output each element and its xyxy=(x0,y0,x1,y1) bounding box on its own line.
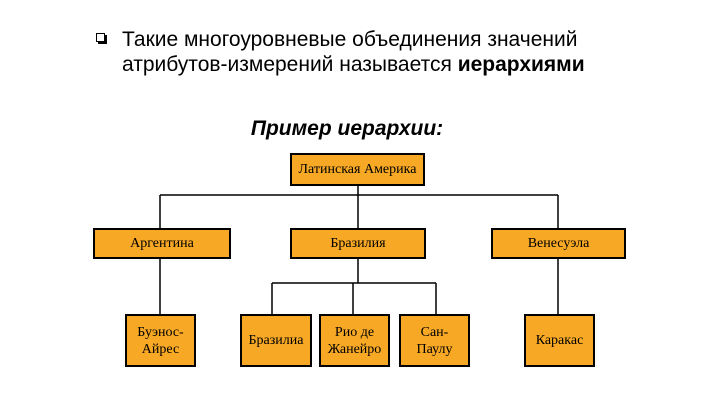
node-brazil: Бразилия xyxy=(290,228,426,259)
node-brasilia-label: Бразилиа xyxy=(248,333,304,348)
example-title: Пример иерархии: xyxy=(0,117,720,141)
intro-line-2-plain: атрибутов-измерений называется xyxy=(122,53,458,76)
node-venezuela-label: Венесуэла xyxy=(527,236,590,251)
node-brasilia: Бразилиа xyxy=(240,314,312,367)
intro-line-2-bold: иерархиями xyxy=(457,53,585,76)
node-caracas: Каракас xyxy=(524,314,595,367)
node-sao-paulo: Сан- Паулу xyxy=(399,314,470,367)
checkbox-bullet-icon xyxy=(96,33,105,42)
node-root: Латинская Америка xyxy=(290,153,425,186)
node-venezuela: Венесуэла xyxy=(491,228,626,259)
node-caracas-label: Каракас xyxy=(535,333,584,348)
intro-line-1: Такие многоуровневые объединения значени… xyxy=(122,28,578,51)
intro-line-2: атрибутов-измерений называется иерархиям… xyxy=(122,52,585,77)
node-rio-label: Рио де Жанейро xyxy=(327,324,382,357)
intro-text: Такие многоуровневые объединения значени… xyxy=(122,27,585,77)
node-buenos-aires: Буэнос- Айрес xyxy=(125,314,196,367)
node-root-label: Латинская Америка xyxy=(298,162,417,177)
node-argentina: Аргентина xyxy=(93,228,231,259)
node-argentina-label: Аргентина xyxy=(130,236,194,251)
node-buenos-aires-label: Буэнос- Айрес xyxy=(137,324,184,357)
node-sao-paulo-label: Сан- Паулу xyxy=(416,324,453,357)
node-brazil-label: Бразилия xyxy=(330,236,386,251)
node-rio: Рио де Жанейро xyxy=(319,314,390,367)
example-title-text: Пример иерархии: xyxy=(250,117,444,140)
